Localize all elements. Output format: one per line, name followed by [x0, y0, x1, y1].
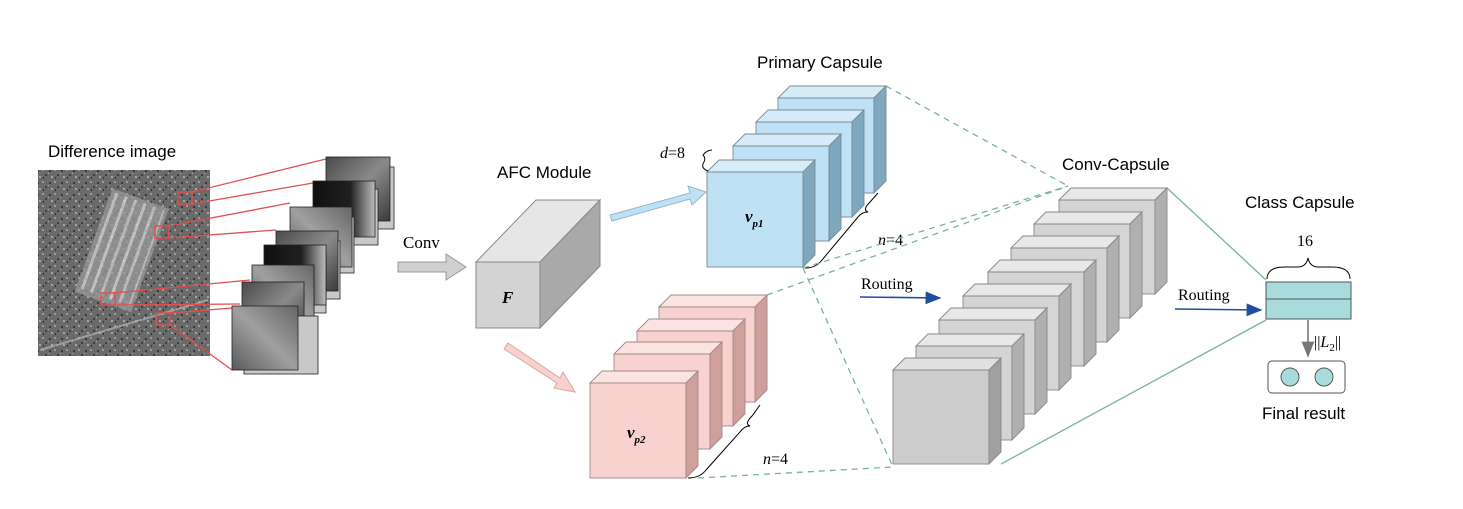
vp2-capsule-stack — [588, 293, 769, 480]
class-capsule-title: Class Capsule — [1245, 193, 1355, 212]
n-brace-primary — [804, 192, 879, 269]
d-label: d=8 — [660, 145, 685, 162]
conv-capsule-stack — [891, 186, 1169, 466]
vp2-label: vp2 — [627, 423, 646, 446]
difference-image-title: Difference image — [48, 142, 176, 161]
final-result-label: Final result — [1262, 404, 1345, 423]
n-label-primary: n=4 — [878, 232, 903, 249]
routing-label-1: Routing — [861, 276, 913, 293]
afc-to-primary-arrow — [609, 185, 707, 222]
afc-f-label: F — [501, 288, 514, 307]
conv-capsule-title: Conv-Capsule — [1062, 155, 1170, 174]
difference-image — [38, 170, 210, 356]
primary-capsule-stack — [705, 84, 888, 269]
result-circle-1 — [1280, 367, 1300, 387]
routing-arrow-2 — [1174, 303, 1263, 317]
patch-lines — [114, 158, 327, 371]
primary-capsule-title: Primary Capsule — [757, 53, 883, 72]
routing-label-2: Routing — [1178, 287, 1230, 304]
patch-boxes — [100, 191, 193, 326]
conv-arrow — [397, 253, 467, 281]
class-dim-brace — [1266, 257, 1351, 280]
l2-norm-label: ||L2|| — [1314, 334, 1341, 354]
d-brace — [702, 149, 713, 172]
class-dim-label: 16 — [1297, 233, 1313, 250]
afc-to-vp2-arrow — [503, 342, 577, 393]
n-label-vp2: n=4 — [763, 451, 788, 468]
class-capsule-block — [1265, 281, 1352, 320]
afc-module-title: AFC Module — [497, 163, 591, 182]
dashed-projection-lines — [697, 85, 1069, 479]
patch-stack — [231, 156, 395, 375]
conv-label: Conv — [403, 233, 440, 252]
result-circle-2 — [1314, 367, 1334, 387]
n-brace-vp2 — [687, 404, 761, 479]
afc-cube — [474, 198, 602, 330]
vp1-label: vp1 — [745, 207, 764, 230]
class-projection-lines — [1000, 187, 1267, 465]
final-result-block — [1267, 360, 1346, 394]
routing-arrow-1 — [859, 291, 942, 305]
